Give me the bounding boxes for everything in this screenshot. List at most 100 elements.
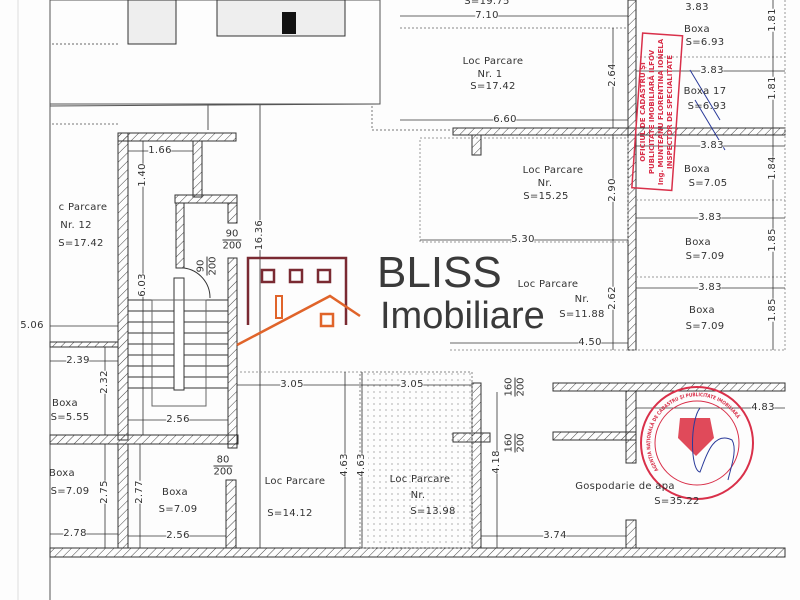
logo-bliss-text: BLISS — [377, 248, 502, 297]
room-area: S=7.09 — [50, 486, 90, 497]
room-title: Boxa — [52, 398, 78, 409]
room-area: S=5.55 — [50, 412, 90, 423]
room-area: S=17.42 — [58, 238, 104, 249]
room-title: Loc Parcare — [389, 474, 451, 485]
dimension-label: 3.83 — [700, 65, 724, 77]
door-height: 200 — [222, 240, 242, 252]
dimension-label: 6.03 — [137, 273, 149, 297]
room-area: S=13.98 — [410, 506, 456, 517]
dimension-label: 3.83 — [700, 140, 724, 152]
cadastre-rect-stamp — [631, 32, 684, 192]
dimension-label: 4.63 — [339, 453, 351, 477]
dimension-label: 1.66 — [148, 145, 172, 157]
signature — [692, 407, 735, 481]
room-area: S=35.22 — [654, 496, 700, 507]
room-title: Boxa — [684, 24, 710, 35]
room-title: Boxa — [162, 487, 188, 498]
dimension-label: 2.56 — [166, 414, 190, 426]
door-width: 160 — [503, 377, 516, 397]
dimension-label: 6.60 — [493, 114, 517, 126]
room-title: Loc Parcare — [264, 476, 326, 487]
dimension-label: 4.83 — [751, 402, 775, 414]
dimension-label: 3.83 — [698, 282, 722, 294]
dimension-label: 3.05 — [280, 379, 304, 391]
dimension-label: 1.85 — [767, 298, 779, 322]
room-title: Loc Parcare — [517, 279, 579, 290]
room-area: S=7.09 — [685, 321, 725, 332]
area-label: S=19.75 — [464, 0, 510, 7]
room-area: S=15.25 — [523, 191, 569, 202]
stamp-line: INSPECTOR DE SPECIALITATE — [666, 55, 674, 169]
room-number: Nr. 12 — [60, 220, 92, 231]
door-height: 200 — [515, 433, 527, 453]
room-title: Boxa — [689, 305, 715, 316]
dimension-label: 3.05 — [400, 379, 424, 391]
room-number: Nr. 1 — [477, 69, 503, 80]
staircase — [128, 277, 228, 407]
room-area: S=7.05 — [688, 178, 728, 189]
room-title: Boxa — [685, 237, 711, 248]
room-title: Loc Parcare — [462, 56, 524, 67]
room-title: Boxa — [684, 164, 710, 175]
dimension-label: 2.77 — [134, 480, 146, 504]
dimension-label: 3.83 — [685, 2, 709, 14]
room-area: S=14.12 — [267, 508, 313, 519]
dimension-label: 3.83 — [698, 212, 722, 224]
room-number: Nr. — [574, 294, 590, 305]
door-width: 90 — [222, 229, 242, 241]
door-width: 160 — [503, 433, 516, 453]
room-title: Boxa 17 — [683, 86, 727, 97]
door-height: 200 — [213, 466, 233, 478]
dimension-label: 2.64 — [607, 63, 619, 87]
dimension-label: 2.75 — [99, 480, 111, 504]
dimension-label: 1.85 — [767, 228, 779, 252]
room-title: Gospodarie de apa — [575, 481, 675, 492]
dimension-label: 2.90 — [607, 178, 619, 202]
dimension-label: 3.74 — [543, 530, 567, 542]
room-area: S=6.93 — [687, 101, 727, 112]
dimension-label: 5.30 — [511, 234, 535, 246]
dimension-label: 5.06 — [20, 320, 44, 332]
dimension-label: 1.81 — [767, 76, 779, 100]
room-number: Nr. — [537, 178, 553, 189]
room-area: S=7.09 — [158, 504, 198, 515]
room-area: S=6.93 — [685, 37, 725, 48]
room-number: Nr. — [410, 490, 426, 501]
dimension-label: 2.56 — [166, 530, 190, 542]
room-area: S=17.42 — [470, 81, 516, 92]
dimension-label: 2.62 — [607, 286, 619, 310]
dimension-label: 4.50 — [578, 337, 602, 349]
dimension-label: 2.39 — [66, 355, 90, 367]
dimension-label: 7.10 — [475, 10, 499, 22]
bliss-logo-mark — [236, 256, 361, 347]
dimension-label: 16.36 — [254, 219, 266, 251]
logo-imobiliare-text: Imobiliare — [380, 295, 545, 337]
dimension-label: 4.63 — [356, 453, 368, 477]
dimension-label: 1.81 — [767, 8, 779, 32]
door-swing — [183, 267, 211, 299]
room-area: S=7.09 — [685, 251, 725, 262]
room-area: S=11.88 — [559, 309, 605, 320]
dimension-label: 1.84 — [767, 156, 779, 180]
stamp-line: OFICIUL DE CADASTRU ȘI — [639, 62, 647, 162]
stamp-line: Ing. MUNTEANU FLORENTINA IONELA — [657, 38, 665, 186]
door-height: 200 — [515, 377, 527, 397]
site-plan-inset — [49, 0, 381, 105]
door-width: 90 — [195, 256, 208, 276]
room-title: Loc Parcare — [522, 165, 584, 176]
dimension-label: 2.78 — [63, 528, 87, 540]
hatched-parking-area — [359, 371, 473, 549]
dimension-label: 4.18 — [491, 450, 503, 474]
dimension-label: 1.40 — [137, 163, 149, 187]
room-title: Boxa — [49, 468, 75, 479]
dimension-label: 2.32 — [99, 370, 111, 394]
room-title: c Parcare — [58, 202, 108, 213]
stamp-line: PUBLICITATE IMOBILIARĂ ILFOV — [648, 49, 656, 175]
